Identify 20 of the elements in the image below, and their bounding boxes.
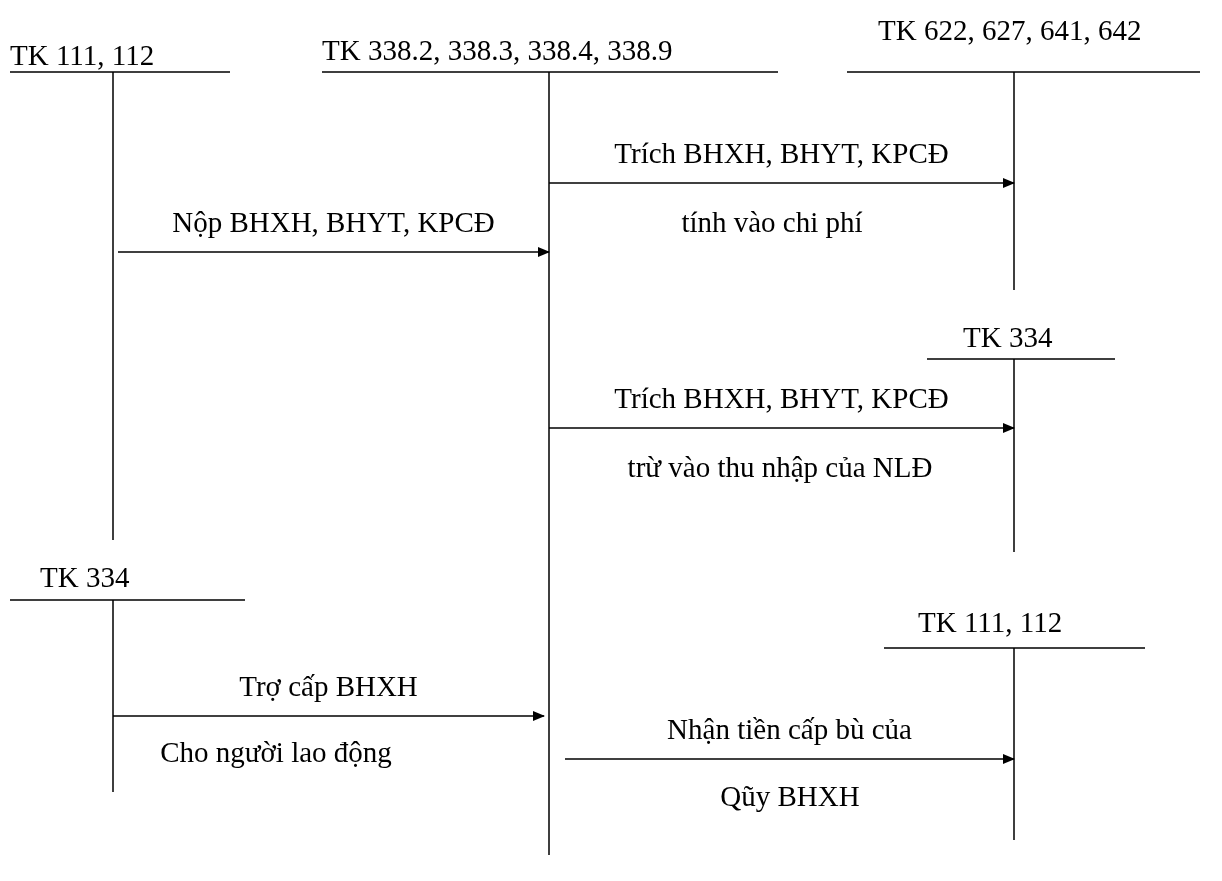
account-title: TK 111, 112: [10, 38, 155, 72]
note-text: trừ vào thu nhập của NLĐ: [627, 450, 933, 484]
edge-label: Nhận tiền cấp bù của: [667, 712, 912, 746]
edge-label: Nộp BHXH, BHYT, KPCĐ: [172, 205, 495, 239]
edge-label: Trích BHXH, BHYT, KPCĐ: [614, 381, 949, 415]
account-title: TK 334: [40, 560, 130, 594]
arrow: [112, 711, 545, 721]
note-text: Cho người lao động: [160, 735, 392, 769]
account-title: TK 334: [963, 320, 1053, 354]
arrow: [548, 178, 1015, 188]
note-text: Qũy BHXH: [720, 779, 860, 813]
edge-label: Trợ cấp BHXH: [239, 669, 418, 703]
account-title: TK 111, 112: [918, 605, 1063, 639]
arrow: [564, 754, 1015, 764]
note-text: tính vào chi phí: [681, 205, 863, 239]
arrow: [117, 247, 550, 257]
arrow: [548, 423, 1015, 433]
account-title: TK 338.2, 338.3, 338.4, 338.9: [322, 33, 673, 67]
account-title: TK 622, 627, 641, 642: [878, 13, 1142, 47]
edge-label: Trích BHXH, BHYT, KPCĐ: [614, 136, 949, 170]
